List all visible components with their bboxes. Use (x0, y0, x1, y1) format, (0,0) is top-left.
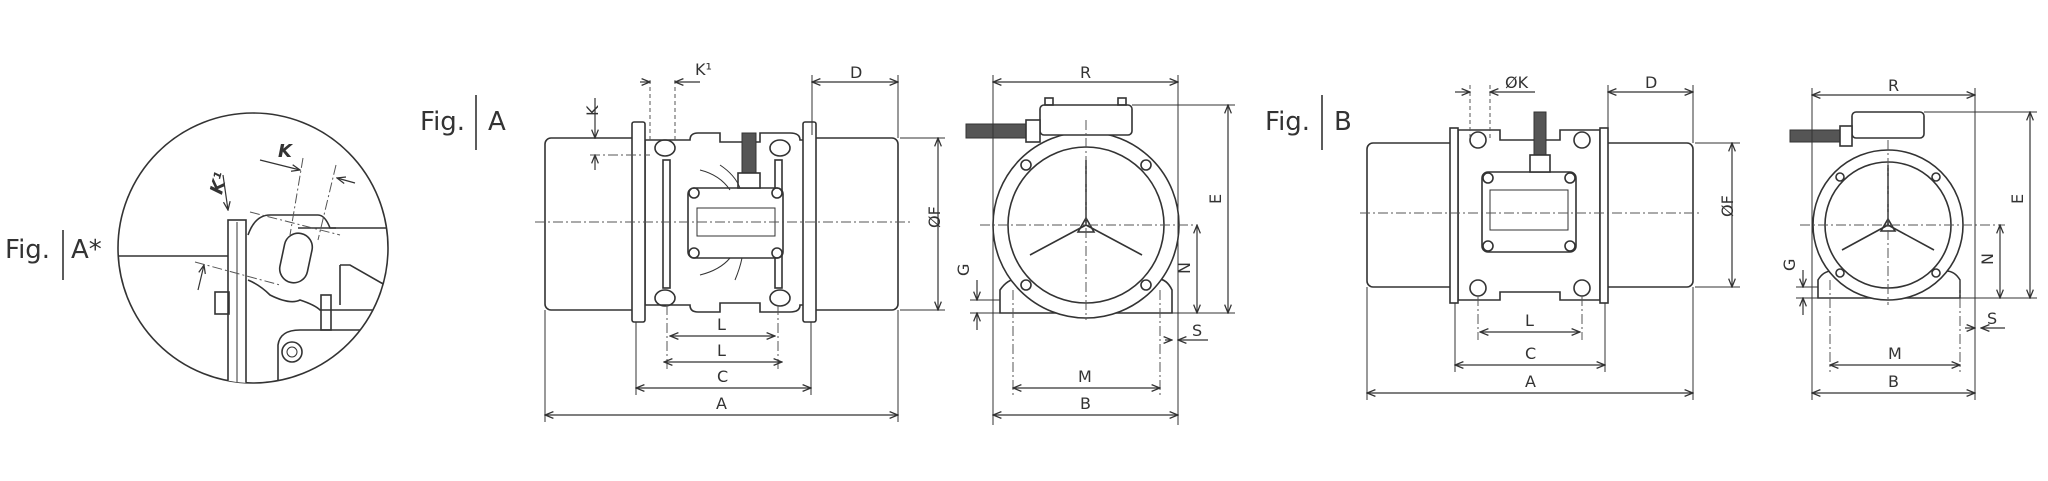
mounting-hole (654, 139, 676, 157)
figure-prefix: Fig. (5, 235, 50, 265)
dim-label-k1: K¹ (695, 60, 712, 79)
slot-hole (278, 232, 314, 284)
dim-label-f: ØF (925, 206, 944, 228)
dim-label-m: M (1078, 367, 1092, 386)
flange-left (1449, 127, 1459, 304)
dim-label-l1: L (717, 315, 726, 334)
terminal-box (1851, 111, 1925, 139)
dim-label-m: M (1888, 344, 1902, 363)
dim-label-d: D (850, 63, 862, 82)
figure-id: A (488, 107, 506, 137)
figure-id: A* (71, 235, 102, 265)
dim-label-k: K (583, 105, 602, 116)
figure-a-front-view: R E N G M B S (954, 63, 1235, 425)
cable-gland (741, 132, 757, 176)
dim-label-a: A (1525, 372, 1536, 391)
figure-a-side-view: Fig. A K¹ K D (420, 60, 945, 422)
motor-end-right (807, 137, 899, 311)
dim-label-g: G (1780, 259, 1799, 271)
figure-b-front-view: R E N G M B S (1780, 76, 2037, 400)
dim-label-r: R (1888, 76, 1899, 95)
mounting-hole (769, 289, 791, 307)
motor-end-right (1602, 142, 1694, 288)
dim-label-k: ØK (1505, 73, 1529, 92)
dim-label-d: D (1645, 73, 1657, 92)
dim-label-b: B (1888, 372, 1899, 391)
dim-label-c: C (1525, 344, 1536, 363)
figure-prefix: Fig. (420, 107, 465, 137)
mounting-hole (769, 139, 791, 157)
dim-label-n: N (1175, 262, 1194, 274)
mounting-hole (1573, 131, 1591, 149)
terminal-box (687, 187, 784, 259)
mounting-hole (654, 289, 676, 307)
dim-label-a: A (716, 394, 727, 413)
dim-label-n: N (1978, 253, 1997, 265)
detail-circle (117, 112, 389, 384)
dim-label-r: R (1080, 63, 1091, 82)
dim-label-s: S (1192, 321, 1202, 340)
mounting-hole (1469, 131, 1487, 149)
dim-label-l: L (1525, 311, 1534, 330)
dim-label-k: K (278, 141, 294, 162)
flange-right (1599, 127, 1609, 304)
dim-label-b: B (1080, 394, 1091, 413)
figure-a-star-detail: Fig. A* K K¹ (5, 112, 389, 384)
screw-icon (281, 341, 303, 363)
terminal-box (1481, 171, 1577, 253)
dim-label-f: ØF (1718, 195, 1737, 217)
dim-label-e: E (1206, 194, 1225, 204)
motor-end-left (1366, 142, 1458, 288)
dim-label-g: G (954, 264, 973, 276)
dim-label-k1: K¹ (206, 170, 232, 197)
dim-label-e: E (2008, 194, 2027, 204)
cable-gland (1789, 129, 1841, 143)
dim-label-c: C (717, 367, 728, 386)
motor-end-left (544, 137, 641, 311)
figure-id: B (1334, 107, 1352, 137)
cable-gland (965, 123, 1027, 139)
figure-b-side-view: Fig. B ØK D ØF L (1265, 73, 1740, 400)
cable-gland (1533, 111, 1547, 158)
dim-label-l2: L (717, 341, 726, 360)
dim-label-s: S (1987, 309, 1997, 328)
figure-prefix: Fig. (1265, 107, 1310, 137)
